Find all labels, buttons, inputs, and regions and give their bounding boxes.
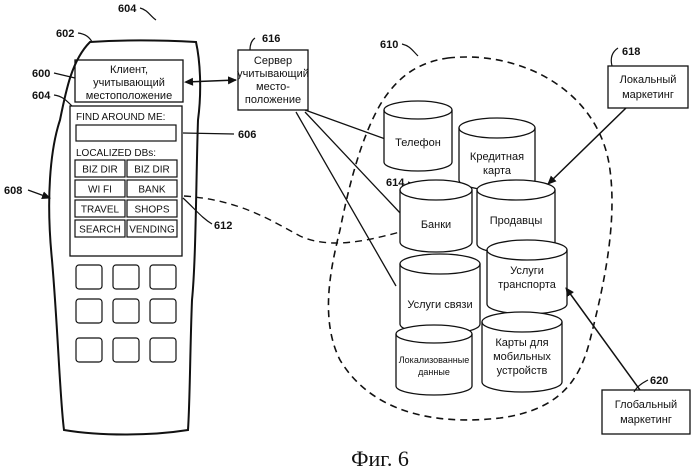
phone-keypad — [76, 265, 176, 362]
localized-dbs-label: LOCALIZED DBs: — [76, 148, 156, 159]
find-around-label: FIND AROUND ME: — [76, 112, 165, 123]
db-credit-card: Кредитная карта — [459, 118, 535, 190]
server-line-4: положение — [245, 94, 301, 106]
global-marketing-arrow — [566, 288, 640, 390]
client-server-arrow — [186, 80, 236, 82]
ref-604-top: 604 — [118, 3, 137, 15]
ref-608-arrow — [28, 190, 50, 198]
db-label-line: Услуги — [510, 265, 544, 277]
keypad-key[interactable] — [113, 265, 139, 289]
db-button-label: BIZ DIR — [134, 165, 170, 176]
ref-606: 606 — [238, 129, 256, 141]
find-around-input[interactable] — [76, 125, 176, 141]
global-marketing-line-2: маркетинг — [620, 414, 672, 426]
figure-caption: Фиг. 6 — [351, 446, 409, 471]
ref-600: 600 — [32, 68, 50, 80]
local-marketing-arrow — [548, 108, 626, 184]
local-marketing-line-1: Локальный — [620, 74, 677, 86]
db-comms: Услуги связи — [400, 254, 480, 334]
db-label-line: данные — [418, 367, 450, 377]
keypad-key[interactable] — [113, 299, 139, 323]
local-marketing-box — [608, 66, 688, 108]
ref-602-leader — [78, 33, 92, 42]
db-label-line: транспорта — [498, 279, 557, 291]
server-line-3: место- — [256, 81, 290, 93]
db-localized: Локализованные данные — [396, 325, 472, 395]
keypad-key[interactable] — [150, 299, 176, 323]
keypad-key[interactable] — [76, 338, 102, 362]
localized-db-buttons: BIZ DIR BIZ DIR WI FI BANK TRAVEL SHOPS SEARCH… — [75, 160, 177, 237]
keypad-key[interactable] — [76, 265, 102, 289]
ref-616-leader — [250, 38, 255, 50]
ref-610: 610 — [380, 39, 398, 51]
ref-620: 620 — [650, 375, 668, 387]
client-box-line-3: местоположение — [86, 90, 172, 102]
db-label-line: Продавцы — [490, 215, 543, 227]
ref-604-screen: 604 — [32, 90, 51, 102]
ref-616: 616 — [262, 33, 280, 45]
ref-602: 602 — [56, 28, 74, 40]
db-mobile-maps: Карты для мобильных устройств — [482, 312, 562, 392]
ref-610-leader — [402, 44, 418, 56]
db-button-label: TRAVEL — [81, 205, 120, 216]
global-marketing-line-1: Глобальный — [615, 399, 677, 411]
db-label-line: мобильных — [493, 351, 551, 363]
db-button-label: BANK — [138, 185, 166, 196]
global-marketing-box — [602, 390, 690, 434]
local-marketing-line-2: маркетинг — [622, 89, 674, 101]
db-label-line: Карты для — [495, 337, 548, 349]
ref-618-leader — [611, 48, 618, 66]
server-line-2: учитывающий — [237, 68, 309, 80]
db-label-line: Банки — [421, 219, 451, 231]
keypad-key[interactable] — [150, 338, 176, 362]
ref-612-leader — [183, 198, 212, 224]
ref-606-leader — [183, 133, 234, 134]
db-label-line: карта — [483, 165, 512, 177]
db-button-label: VENDING — [129, 225, 175, 236]
db-label-line: Услуги связи — [407, 299, 472, 311]
ref-604-top-leader — [140, 8, 156, 20]
db-label-line: Локализованные — [399, 355, 469, 365]
db-transport: Услуги транспорта — [487, 240, 567, 314]
keypad-key[interactable] — [113, 338, 139, 362]
keypad-key[interactable] — [150, 265, 176, 289]
ref-608: 608 — [4, 185, 22, 197]
db-button-label: WI FI — [88, 185, 112, 196]
keypad-key[interactable] — [76, 299, 102, 323]
client-box-line-2: учитывающий — [93, 77, 165, 89]
database-cylinders: ТелефонКредитная картаБанки ПродавцыУслуги… — [384, 101, 567, 395]
db-label-line: устройств — [497, 365, 548, 377]
client-box-line-1: Клиент, — [110, 64, 148, 76]
db-telephone: Телефон — [384, 101, 452, 171]
ref-618: 618 — [622, 46, 640, 58]
db-label-line: Телефон — [395, 137, 441, 149]
server-line-1: Сервер — [254, 55, 292, 67]
db-button-label: SEARCH — [79, 225, 121, 236]
db-button-label: BIZ DIR — [82, 165, 118, 176]
db-banks: Банки — [400, 180, 472, 252]
db-button-label: SHOPS — [134, 205, 169, 216]
db-label-line: Кредитная — [470, 151, 524, 163]
ref-612: 612 — [214, 220, 232, 232]
